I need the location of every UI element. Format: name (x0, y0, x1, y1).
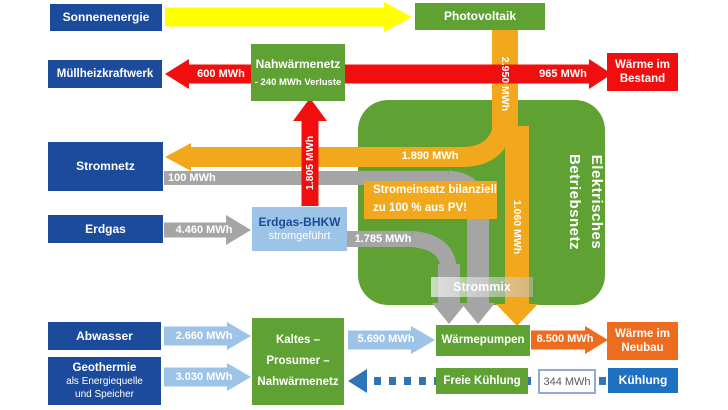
flow-label-1805mwh: 1.805 MWh (304, 135, 316, 191)
node-label: Bestand (619, 73, 666, 85)
node-label: Kühlung (618, 373, 668, 387)
node-freie-kuehlung: Freie Kühlung (436, 368, 528, 394)
node-label: Nahwärmenetz (257, 375, 339, 388)
node-label: Nahwärmenetz (255, 56, 341, 71)
node-waerme-im-neubau: Wärme im Neubau (607, 322, 678, 360)
solar-flow-arrowhead (384, 2, 412, 32)
grid-feedin-arrowhead (165, 143, 191, 171)
node-label: Photovoltaik (443, 9, 516, 23)
flow-label-8500mwh: 8.500 MWh (536, 333, 594, 345)
flow-label-4460mwh: 4.460 MWh (175, 224, 233, 236)
note-line: zu 100 % aus PV! (373, 202, 467, 214)
flow-label-600mwh: 600 MWh (197, 68, 245, 80)
flow-label-2660mwh: 2.660 MWh (175, 330, 233, 342)
node-sublabel: - 240 MWh Verluste (254, 76, 342, 88)
node-sonnenenergie: Sonnenenergie (50, 4, 162, 31)
flow-label-2950mwh: 2.950 MWh (499, 56, 511, 112)
node-label: Wärmepumpen (441, 334, 525, 347)
grid-draw-arrowhead (461, 303, 495, 324)
flow-label-5690mwh: 5.690 MWh (357, 333, 415, 345)
label-elektrisches-betriebsnetz: Elektrisches Betriebsnetz (547, 102, 607, 302)
node-sublabel: stromgeführt (268, 229, 331, 242)
node-erdgas: Erdgas (48, 215, 163, 243)
note-line: Stromeinsatz bilanziell (373, 184, 497, 197)
node-kaltes-nahwaermenetz: Kaltes – Prosumer – Nahwärmenetz (252, 318, 344, 405)
node-erdgas-bhkw: Erdgas-BHKW stromgeführt (252, 207, 347, 251)
node-label: Erdgas (85, 221, 126, 236)
flow-label-1060mwh: 1.060 MWh (511, 199, 523, 255)
flow-label-3030mwh: 3.030 MWh (175, 371, 233, 383)
node-label: Neubau (621, 342, 664, 354)
node-label: Wärme im (615, 327, 670, 340)
heat-bestand-arrowhead (589, 59, 612, 89)
node-sublabel: als Energiequelle (66, 376, 143, 388)
pv-selfuse-arrowhead (496, 304, 538, 326)
node-muellheizkraftwerk: Müllheizkraftwerk (48, 60, 162, 88)
node-abwasser: Abwasser (48, 322, 161, 350)
flow-label-1785mwh: 1.785 MWh (354, 233, 412, 245)
node-kuehlung: Kühlung (608, 368, 678, 393)
node-label: Prosumer – (266, 355, 330, 368)
label-line: Elektrisches (588, 154, 605, 250)
flow-label-100mwh: 100 MWh (168, 172, 216, 184)
heat-mhkw-arrowhead (165, 59, 189, 89)
node-label: Geothermie (72, 361, 137, 374)
node-label: Stromnetz (76, 159, 135, 173)
label-strommix: Strommix (431, 277, 533, 297)
node-waermepumpen: Wärmepumpen (436, 325, 530, 356)
label-line: Betriebsnetz (566, 153, 584, 251)
abwasser-arrowhead (227, 322, 251, 350)
node-label: Erdgas-BHKW (258, 214, 341, 229)
node-label: Sonnenenergie (62, 10, 150, 24)
node-label: Freie Kühlung (443, 374, 521, 387)
grid-feedin-band (191, 109, 515, 167)
note-stromeinsatz: Stromeinsatz bilanziell zu 100 % aus PV! (364, 181, 497, 219)
bhkw-heat-arrowhead (293, 98, 327, 121)
node-photovoltaik: Photovoltaik (415, 3, 545, 30)
kaltnetz-arrowhead (411, 326, 435, 354)
node-nahwaermenetz: Nahwärmenetz - 240 MWh Verluste (251, 44, 345, 101)
node-label: Müllheizkraftwerk (56, 67, 154, 80)
node-label: Wärme im (615, 58, 670, 71)
node-geothermie: Geothermie als Energiequelle und Speiche… (48, 357, 161, 405)
geothermie-arrowhead (227, 363, 251, 391)
node-stromnetz: Stromnetz (48, 142, 163, 191)
value-box-freie-kuehlung: 344 MWh (538, 369, 596, 394)
cooling-arrowhead (348, 369, 367, 393)
label-text: Strommix (453, 280, 511, 294)
flow-label-965mwh: 965 MWh (539, 68, 587, 80)
neubau-arrowhead (585, 326, 608, 354)
flow-label-1890mwh: 1.890 MWh (401, 150, 459, 162)
node-waerme-im-bestand: Wärme im Bestand (607, 53, 678, 91)
value-label: 344 MWh (543, 375, 591, 388)
node-label: Abwasser (76, 328, 133, 343)
erdgas-arrowhead (226, 215, 251, 245)
node-sublabel: und Speicher (75, 389, 134, 401)
bhkw-power-arrowhead (432, 303, 466, 324)
node-label: Kaltes – (275, 334, 321, 347)
